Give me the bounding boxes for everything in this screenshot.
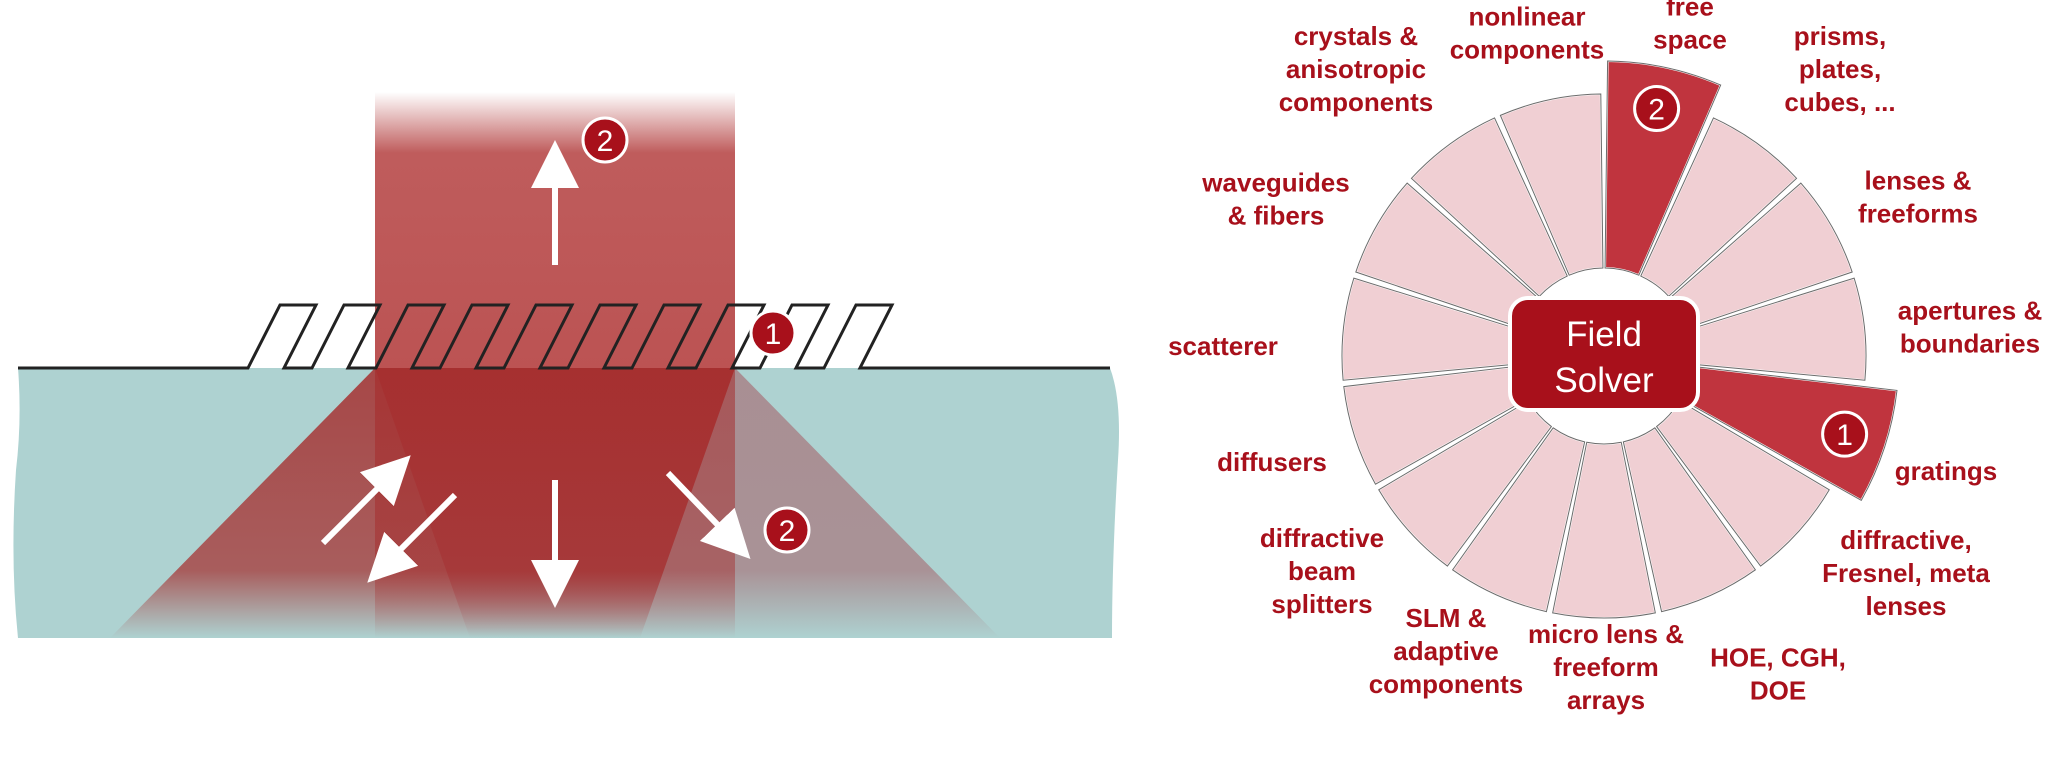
- field-solver-center: Field Solver: [1508, 296, 1700, 412]
- marker-badge-top: 2: [581, 116, 629, 164]
- badge-circle: [1821, 410, 1869, 458]
- segment-label-line: diffusers: [1217, 447, 1327, 477]
- segment-label-line: DOE: [1750, 676, 1806, 706]
- segment-label-line: HOE, CGH,: [1710, 643, 1846, 673]
- segment-label: diffusers: [1217, 447, 1327, 477]
- segment-badge: 1: [1821, 410, 1869, 458]
- wheel-segment-outline: [1655, 400, 1830, 567]
- marker-label: 2: [779, 515, 796, 548]
- segment-label-line: cubes, ...: [1784, 87, 1895, 117]
- wheel-segment-outline: [1552, 441, 1656, 619]
- diffracted-arrow-right: [665, 470, 751, 559]
- segment-label: scatterer: [1168, 331, 1278, 361]
- segment-label: gratings: [1895, 456, 1998, 486]
- segment-label-line: plates,: [1799, 54, 1881, 84]
- badge-circle: [1633, 85, 1681, 133]
- segment-label-line: lenses &: [1865, 166, 1972, 196]
- segment-label-line: splitters: [1271, 589, 1372, 619]
- wheel-segment-outline: [1622, 427, 1757, 613]
- field-solver-wheel: 21: [1341, 60, 1899, 620]
- segment-label-line: & fibers: [1228, 201, 1325, 231]
- marker-badge-transmitted: 2: [763, 506, 811, 554]
- wheel-segment-outline: [1604, 60, 1722, 276]
- segment-label-line: beam: [1288, 556, 1356, 586]
- segment-label-line: freeform: [1553, 652, 1658, 682]
- solver-title-line2: Solver: [1554, 361, 1654, 400]
- segment-label-line: nonlinear: [1468, 2, 1585, 32]
- segment-label-line: components: [1279, 87, 1434, 117]
- segment-label-line: waveguides: [1201, 168, 1349, 198]
- marker-label: 1: [765, 318, 782, 351]
- grating-profile: [18, 303, 1110, 370]
- segment-label-line: adaptive: [1393, 636, 1499, 666]
- wheel-segment-outline: [1451, 427, 1586, 613]
- segment-label: HOE, CGH,DOE: [1710, 643, 1846, 706]
- segment-label-line: crystals &: [1294, 21, 1418, 51]
- segment-label-line: arrays: [1567, 685, 1645, 715]
- segment-label: lenses &freeforms: [1858, 166, 1978, 229]
- segment-label-line: lenses: [1866, 591, 1947, 621]
- segment-label-line: prisms,: [1794, 21, 1887, 51]
- segment-label-line: micro lens &: [1528, 619, 1684, 649]
- wheel-segment-outline: [1410, 117, 1568, 298]
- solver-title-line1: Field: [1566, 315, 1642, 354]
- field-solver-labels: free space prisms,plates,cubes, ... lenses …: [1168, 0, 2042, 715]
- segment-label-line: space: [1653, 25, 1727, 55]
- badge-label: 1: [1836, 419, 1853, 452]
- segment-badge: 2: [1633, 85, 1681, 133]
- segment-label: prisms,plates,cubes, ...: [1784, 21, 1895, 117]
- segment-label-line: free: [1666, 0, 1714, 22]
- wheel-segment-outline: [1378, 400, 1553, 567]
- marker-label: 2: [597, 125, 614, 158]
- badge-label: 2: [1648, 94, 1665, 127]
- internal-arrow-down-left: [367, 492, 458, 583]
- marker-badge-grating: 1: [749, 309, 797, 357]
- segment-label: waveguides& fibers: [1201, 168, 1349, 231]
- segment-label-line: SLM &: [1406, 603, 1487, 633]
- segment-label-line: freeforms: [1858, 199, 1978, 229]
- segment-label: free space: [1653, 0, 1727, 55]
- wheel-segment-outline: [1499, 93, 1604, 276]
- wheel-segment-outline: [1640, 117, 1798, 298]
- segment-label-line: gratings: [1895, 456, 1998, 486]
- segment-label-line: apertures &: [1898, 296, 2043, 326]
- segment-label-line: anisotropic: [1286, 54, 1426, 84]
- segment-label: apertures &boundaries: [1898, 296, 2043, 359]
- internal-arrow-up-right: [320, 455, 411, 546]
- segment-label-line: diffractive,: [1840, 525, 1972, 555]
- segment-label-line: Fresnel, meta: [1822, 558, 1990, 588]
- grating-illustration: 2 1 2: [13, 92, 1119, 638]
- segment-label-line: diffractive: [1260, 523, 1384, 553]
- segment-label-line: boundaries: [1900, 329, 2040, 359]
- segment-label-line: components: [1450, 35, 1605, 65]
- segment-label-line: scatterer: [1168, 331, 1278, 361]
- segment-label-line: components: [1369, 669, 1524, 699]
